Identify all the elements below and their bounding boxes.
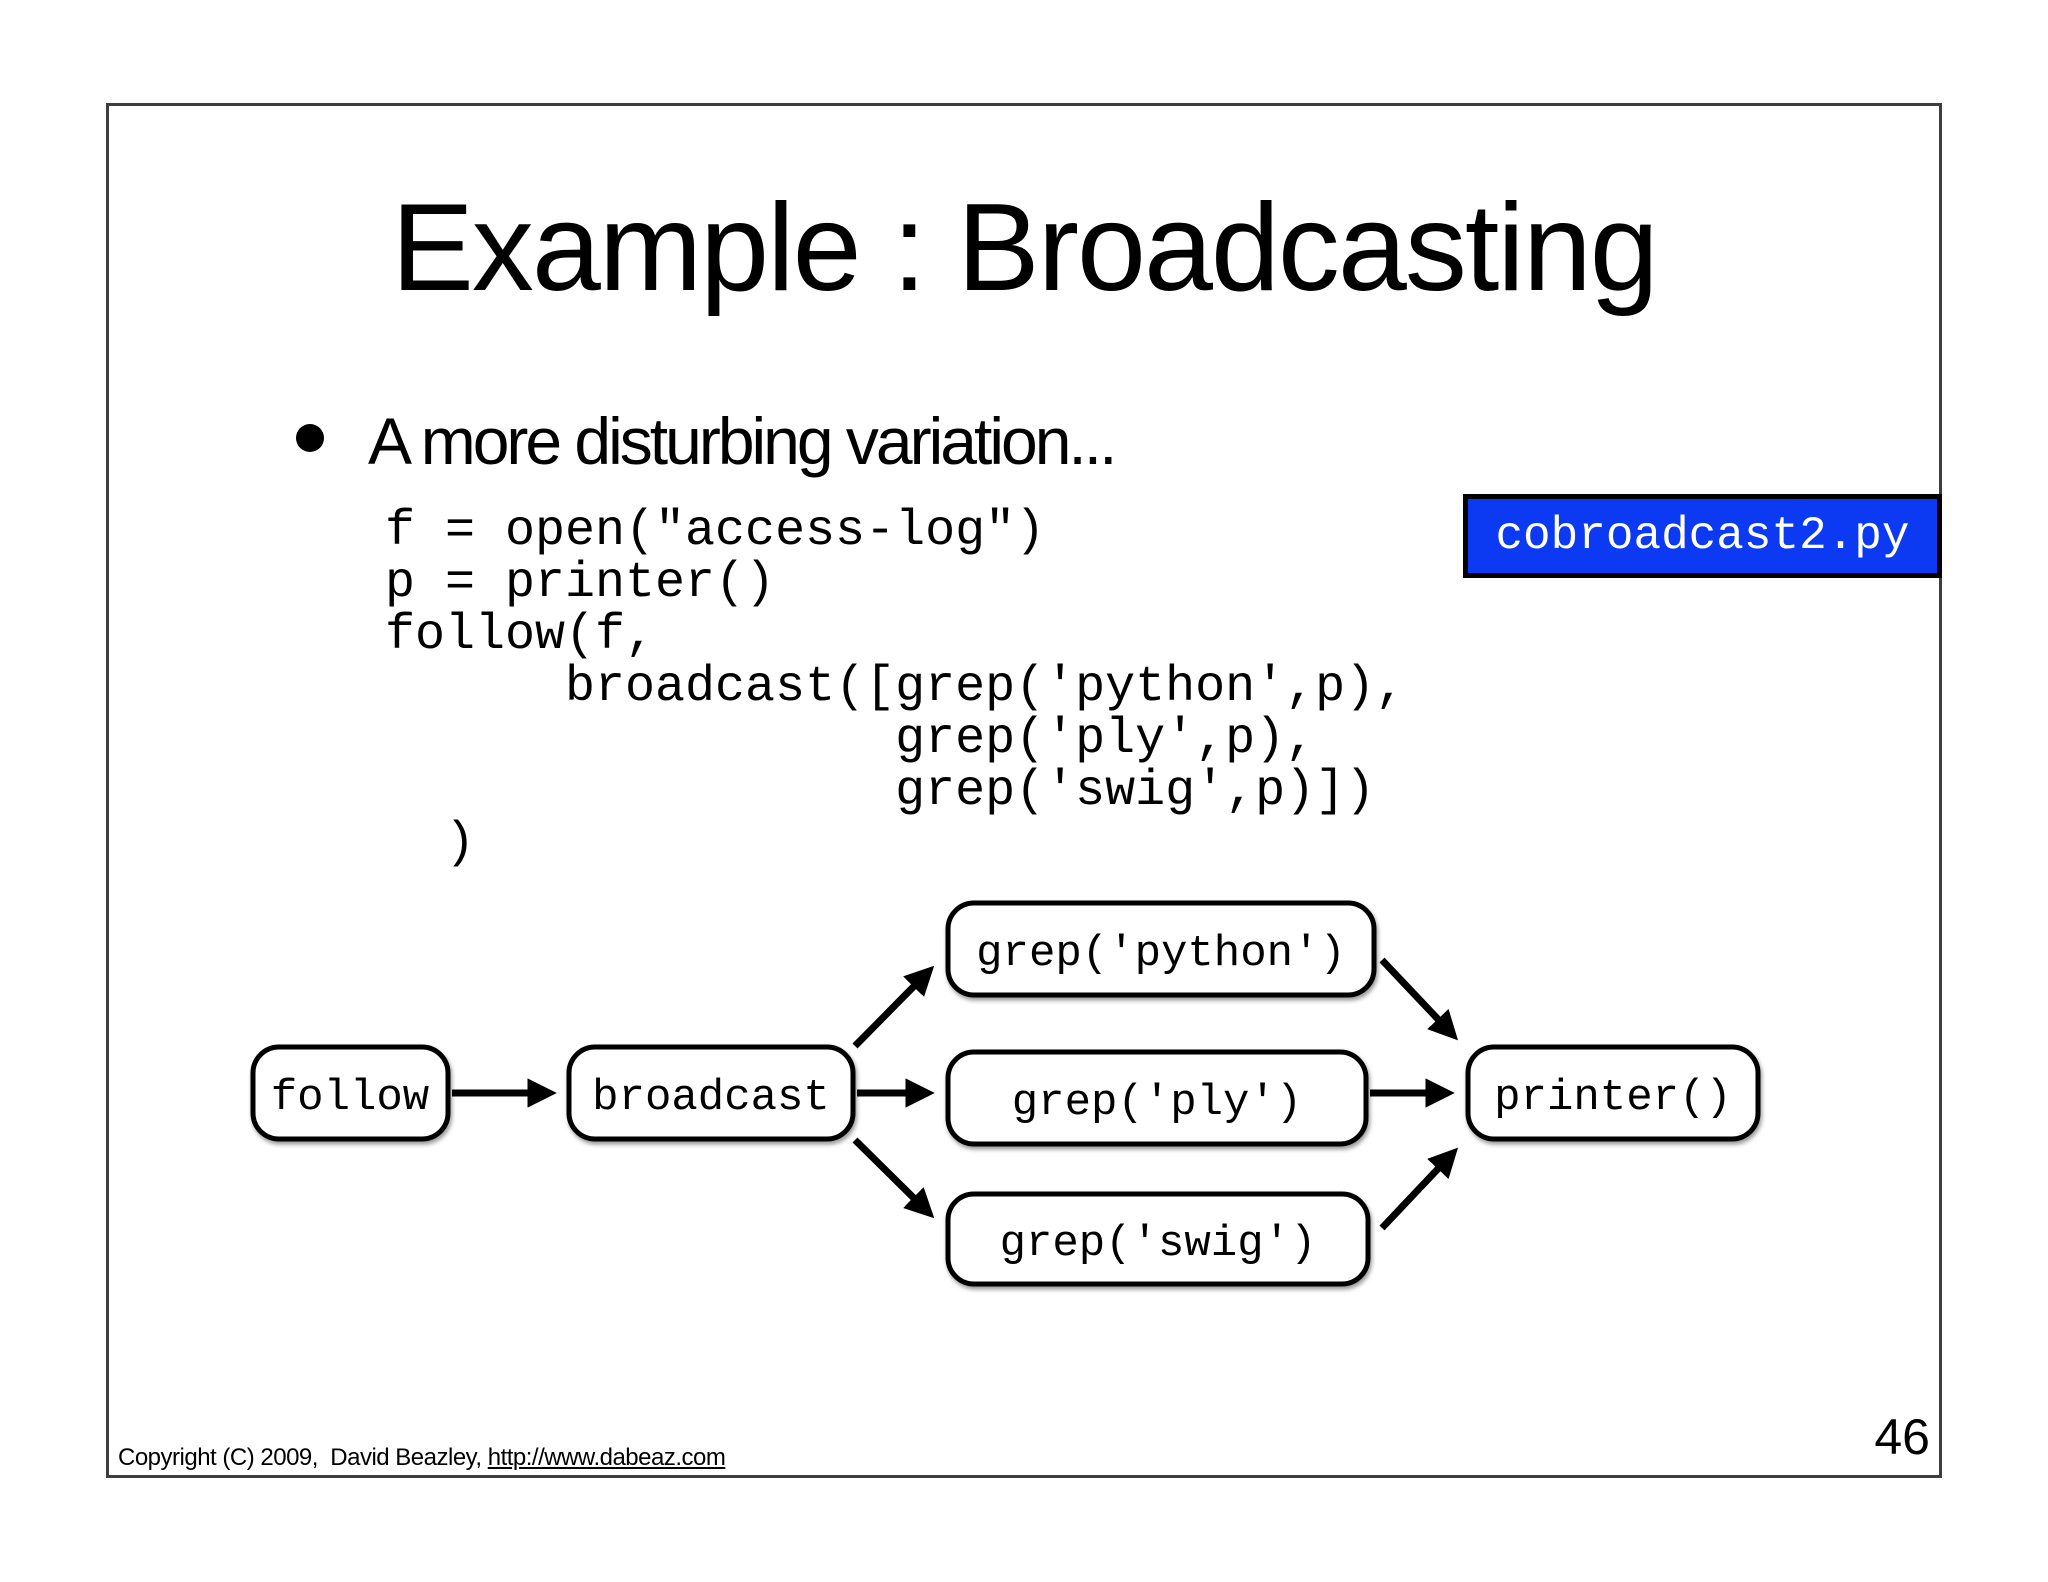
- slide-title: Example : Broadcasting: [391, 179, 1659, 317]
- edge-broadcast-python: [852, 965, 935, 1049]
- node-follow: [250, 1044, 451, 1142]
- code-filename-text: cobroadcast2.py: [1495, 510, 1910, 562]
- node-broadcast-label: broadcast: [592, 1073, 830, 1123]
- node-grep-swig-label: grep('swig'): [1000, 1219, 1317, 1269]
- footer: Copyright (C) 2009, David Beazley, http:…: [118, 1444, 726, 1472]
- code-filename-label: cobroadcast2.py: [1463, 494, 1942, 578]
- node-grep-ply-label: grep('ply'): [1012, 1078, 1302, 1128]
- node-grep-ply: [945, 1049, 1369, 1147]
- page-number: 46: [1874, 1409, 1930, 1465]
- node-grep-python: [945, 900, 1377, 998]
- edge-swig-printer: [1379, 1147, 1459, 1231]
- node-broadcast: [566, 1044, 856, 1142]
- node-follow-label: follow: [271, 1073, 429, 1123]
- bullet-icon: [296, 424, 324, 452]
- copyright-text: Copyright (C) 2009, David Beazley,: [118, 1444, 488, 1471]
- edge-python-printer: [1379, 957, 1459, 1041]
- bullet-text: A more disturbing variation...: [368, 404, 1117, 478]
- node-printer-label: printer(): [1494, 1073, 1732, 1123]
- node-grep-swig: [945, 1191, 1371, 1287]
- edge-broadcast-swig: [852, 1137, 935, 1219]
- node-printer: [1465, 1044, 1761, 1142]
- footer-link[interactable]: http://www.dabeaz.com: [487, 1444, 726, 1471]
- code-block: f = open("access-log") p = printer() fol…: [385, 503, 1406, 872]
- node-grep-python-label: grep('python'): [976, 929, 1346, 979]
